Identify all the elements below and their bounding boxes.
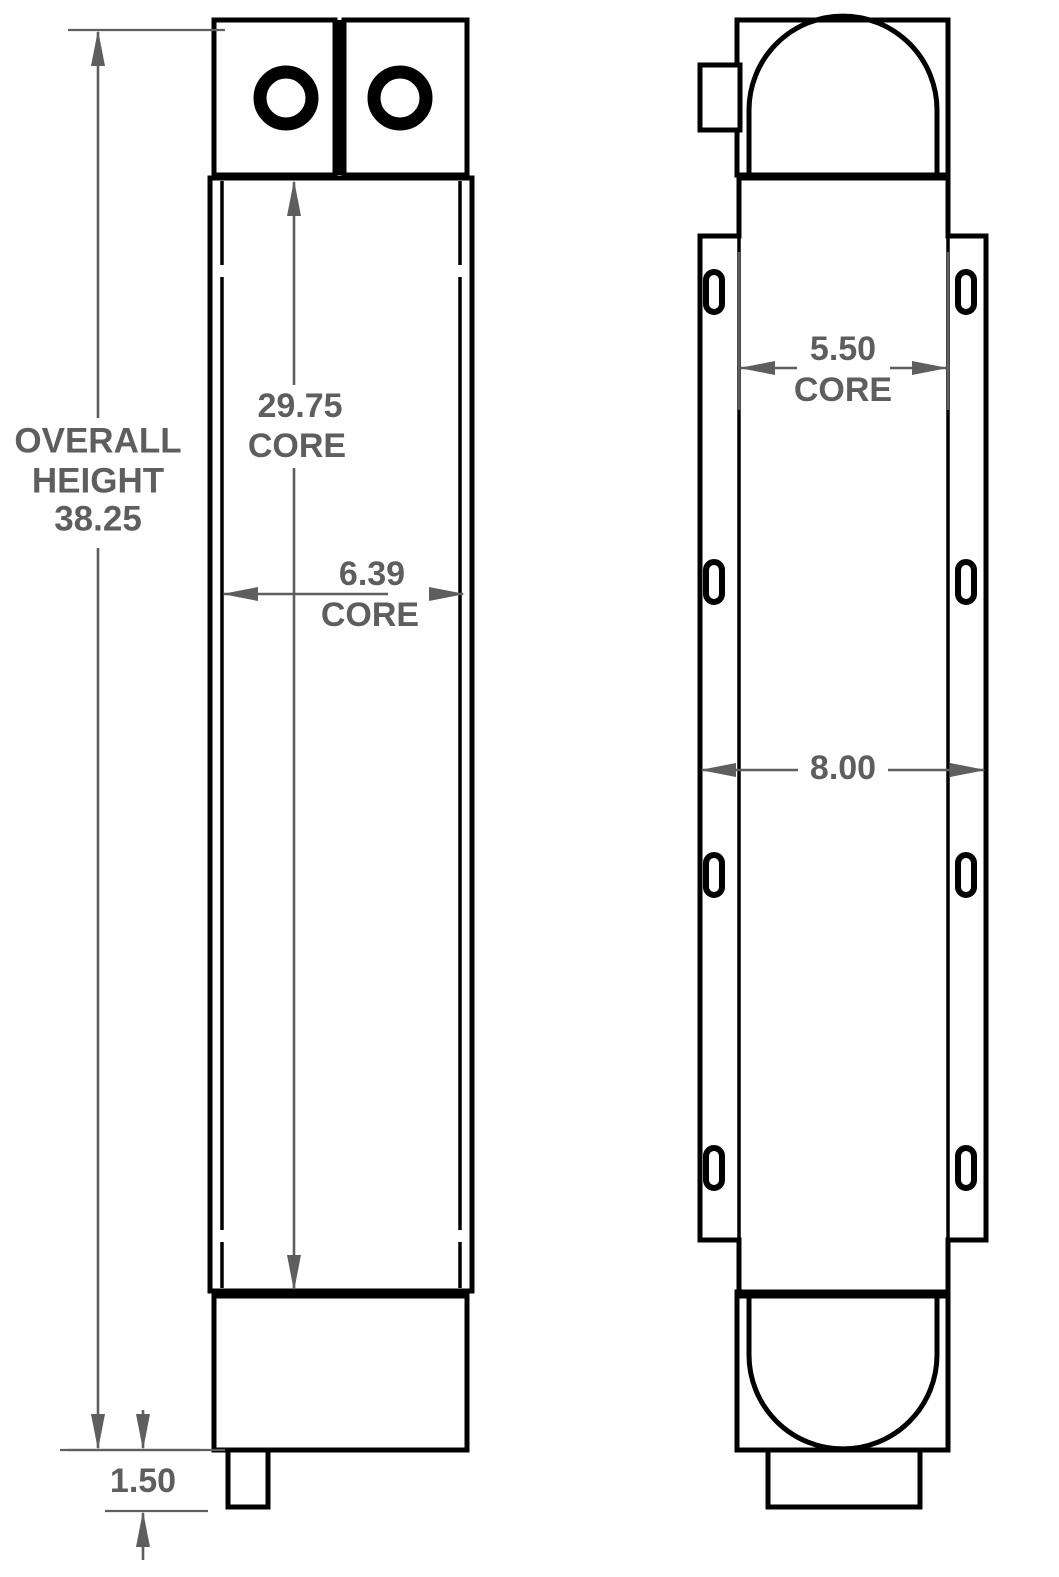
mounting-slot-l3 [703, 852, 725, 898]
mounting-slot-r1 [955, 269, 977, 315]
core-height-value: 29.75 [257, 387, 342, 425]
bottom-tank-body [211, 1289, 470, 1453]
overall-width-side-arrow-right [950, 763, 986, 777]
side-bottom-tank [734, 1289, 951, 1510]
mounting-slot-r2 [955, 559, 977, 605]
side-top-dome [746, 13, 940, 178]
bottom-outlet-tube [225, 1447, 271, 1510]
front-view [207, 17, 475, 1510]
overall-width-side-value: 8.00 [810, 749, 876, 787]
dimension-core-height: 29.75 CORE [248, 180, 346, 1291]
mounting-slot-l2 [703, 559, 725, 605]
overall-width-side-arrow-left [700, 763, 736, 777]
core-width-side-arrow-left [739, 361, 775, 375]
overall-height-label-1: OVERALL [14, 421, 181, 460]
dimension-core-width-side: 5.50 CORE [737, 252, 950, 410]
dimension-overall-height: OVERALL HEIGHT 38.25 [14, 28, 225, 1452]
front-core [207, 175, 475, 1294]
overall-height-value: 38.25 [54, 499, 142, 538]
mounting-slot-r4 [955, 1145, 977, 1191]
outlet-height-value: 1.50 [110, 1462, 176, 1500]
front-top-tank [211, 17, 470, 178]
mounting-slot-l1 [703, 269, 725, 315]
core-height-label: CORE [248, 427, 346, 465]
core-height-arrow-top [287, 180, 301, 216]
core-width-side-label: CORE [794, 371, 892, 409]
dimension-outlet-height: 1.50 [60, 1410, 208, 1560]
core-width-front-arrow-right [429, 587, 465, 601]
top-tank-right-chamber [341, 17, 470, 178]
core-width-front-label: CORE [321, 596, 419, 634]
core-outline [207, 175, 475, 1294]
core-width-side-arrow-right [912, 361, 948, 375]
side-fitting [697, 62, 743, 133]
port-hole-1 [253, 65, 319, 131]
side-view [697, 13, 989, 1510]
overall-height-arrow-top [91, 30, 105, 66]
overall-height-arrow-bottom [91, 1414, 105, 1450]
side-bottom-tank-body [734, 1289, 951, 1453]
mounting-slot-l4 [703, 1145, 725, 1191]
port-hole-2 [367, 65, 433, 131]
outlet-height-arrow-bottom [136, 1511, 150, 1547]
side-bottom-outlet-tube [765, 1447, 923, 1510]
dimension-core-width-front: 6.39 CORE [222, 555, 465, 634]
side-top-tank-body [734, 17, 951, 178]
core-width-front-arrow-left [222, 587, 258, 601]
overall-height-label-2: HEIGHT [32, 461, 164, 500]
dimension-overall-width-side: 8.00 [700, 749, 986, 787]
front-bottom-tank [211, 1289, 470, 1510]
outlet-height-arrow-top [136, 1414, 150, 1450]
mounting-slot-r3 [955, 852, 977, 898]
core-width-front-value: 6.39 [339, 555, 405, 593]
core-height-arrow-bottom [287, 1255, 301, 1291]
core-width-side-value: 5.50 [810, 330, 876, 368]
side-top-tank [697, 13, 951, 178]
